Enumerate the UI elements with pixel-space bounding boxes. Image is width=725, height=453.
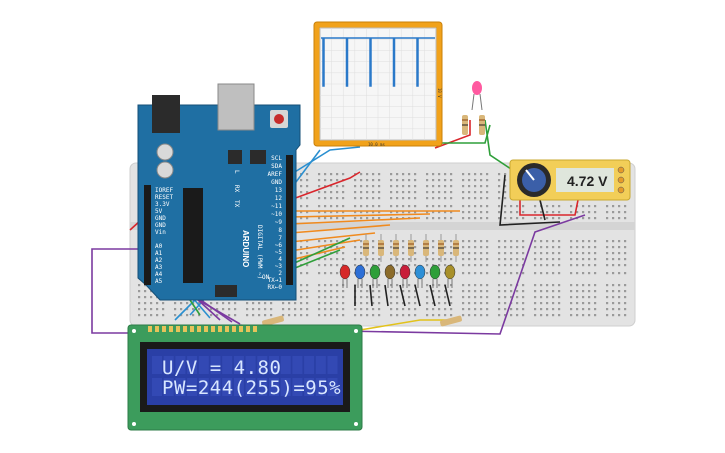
pin-label: A1 bbox=[155, 250, 163, 257]
pin-label: A0 bbox=[155, 243, 163, 250]
pin-label: RX←0 bbox=[268, 284, 283, 291]
arduino-board[interactable]: ARDUINO TX RX L ON DIGITAL (PWM ~) SCLSD… bbox=[137, 83, 301, 301]
pin-label: GND bbox=[155, 215, 166, 222]
scope-volt-label: 10 V bbox=[437, 88, 442, 98]
pin-label: GND bbox=[271, 179, 282, 186]
pin-label: 2 bbox=[278, 270, 282, 277]
pink-led[interactable] bbox=[471, 81, 483, 111]
usb-port bbox=[217, 83, 255, 131]
oscilloscope[interactable]: 10.0 ms 10 V bbox=[313, 21, 443, 147]
resistor-top-right[interactable] bbox=[479, 115, 485, 135]
on-label: ON bbox=[262, 274, 270, 281]
pin-label: ~3 bbox=[275, 263, 283, 270]
multimeter-reading: 4.72 V bbox=[567, 173, 608, 189]
pin-label: GND bbox=[155, 222, 166, 229]
led-6[interactable] bbox=[414, 264, 426, 288]
power-jack bbox=[152, 95, 180, 133]
pin-label: A2 bbox=[155, 257, 163, 264]
pin-label: A5 bbox=[155, 278, 163, 285]
pin-label: TX→1 bbox=[268, 277, 283, 284]
resistor-row bbox=[363, 234, 459, 262]
led-7[interactable] bbox=[429, 264, 441, 288]
pin-label: 5V bbox=[155, 208, 163, 215]
pin-label: ~6 bbox=[275, 242, 283, 249]
pin-label: A4 bbox=[155, 271, 163, 278]
resistor-top-left[interactable] bbox=[462, 115, 468, 135]
rx-label: RX bbox=[233, 185, 240, 193]
scope-grid bbox=[319, 27, 437, 141]
lcd-line-2: PW=244(255)=95% bbox=[162, 377, 341, 399]
lcd-module[interactable]: U/V = 4.80 PW=244(255)=95% bbox=[127, 324, 363, 431]
lcd-pins bbox=[148, 326, 257, 332]
scope-time-label: 10.0 ms bbox=[368, 142, 385, 147]
pin-label: A3 bbox=[155, 264, 163, 271]
led-3[interactable] bbox=[369, 264, 381, 288]
pin-label: Vin bbox=[155, 229, 166, 236]
pin-label: 8 bbox=[278, 227, 282, 234]
pin-label: AREF bbox=[268, 171, 283, 178]
l-label: L bbox=[233, 170, 240, 174]
digital-label: DIGITAL (PWM ~) bbox=[256, 225, 263, 279]
resistor-bottom-right[interactable] bbox=[440, 315, 463, 327]
led-2[interactable] bbox=[354, 264, 366, 288]
lcd-cells bbox=[152, 356, 338, 396]
led-row bbox=[339, 264, 456, 288]
resistor-5[interactable] bbox=[423, 234, 429, 262]
pin-label: 3.3V bbox=[155, 201, 170, 208]
potentiometer[interactable] bbox=[517, 163, 551, 197]
pin-label: ~9 bbox=[275, 219, 283, 226]
arduino-brand: ARDUINO bbox=[241, 230, 250, 267]
resistor-2[interactable] bbox=[378, 234, 384, 262]
pin-label: SCL bbox=[271, 155, 282, 162]
resistor-1[interactable] bbox=[363, 234, 369, 262]
pin-label: 12 bbox=[275, 195, 283, 202]
scope-trace bbox=[321, 37, 435, 87]
pin-label: RESET bbox=[155, 194, 173, 201]
pin-label: 13 bbox=[275, 187, 283, 194]
pin-label: 4 bbox=[278, 256, 282, 263]
tx-label: TX bbox=[233, 200, 240, 208]
pin-label: ~10 bbox=[271, 211, 282, 218]
pin-label: IOREF bbox=[155, 187, 173, 194]
resistor-lcd[interactable] bbox=[262, 315, 285, 327]
led-4[interactable] bbox=[384, 264, 396, 288]
pin-label: SDA bbox=[271, 163, 282, 170]
resistor-4[interactable] bbox=[408, 234, 414, 262]
pin-label: ~5 bbox=[275, 249, 283, 256]
resistor-3[interactable] bbox=[393, 234, 399, 262]
led-5[interactable] bbox=[399, 264, 411, 288]
pin-label: 7 bbox=[278, 235, 282, 242]
led-8[interactable] bbox=[444, 264, 456, 288]
resistor-6[interactable] bbox=[438, 234, 444, 262]
lcd-line-1: U/V = 4.80 bbox=[162, 357, 281, 379]
pin-label: ~11 bbox=[271, 203, 282, 210]
led-1[interactable] bbox=[339, 264, 351, 288]
resistor-7[interactable] bbox=[453, 234, 459, 262]
atmega-chip bbox=[183, 188, 203, 283]
